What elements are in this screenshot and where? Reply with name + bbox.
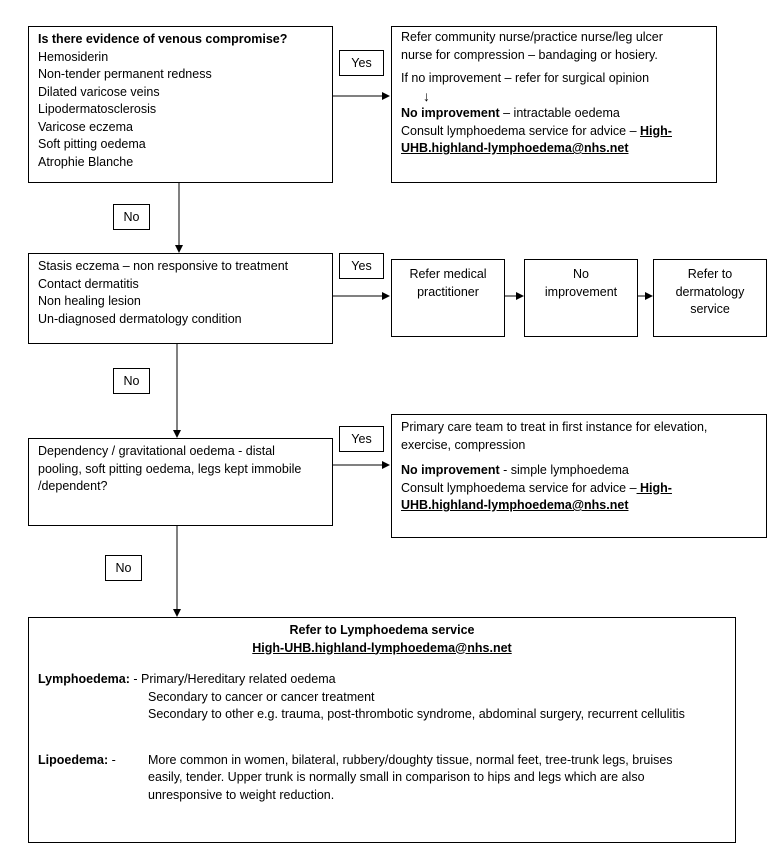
r1-noimp-bold: No improvement: [401, 106, 500, 120]
s3-line: Refer to: [687, 267, 733, 281]
dep-line: /dependent?: [38, 479, 108, 493]
no-label-3: No: [105, 555, 142, 581]
venous-item: Atrophie Blanche: [38, 154, 134, 169]
r1-noimp-rest: – intractable oedema: [499, 106, 620, 120]
r1-line3: If no improvement – refer for surgical o…: [401, 71, 650, 85]
derm-item: Contact dermatitis: [38, 276, 139, 291]
lymph-item: Secondary to cancer or cancer treatment: [148, 689, 375, 704]
r3-no-improvement: No improvement - simple lymphoedema: [401, 462, 757, 480]
lymph-dash: -: [129, 672, 142, 686]
yes-label-2-text: Yes: [351, 259, 372, 273]
lymphoedema-section: Lymphoedema: - Primary/Hereditary relate…: [38, 671, 726, 724]
r3-line2: exercise, compression: [401, 437, 526, 452]
r3-email-link-b[interactable]: UHB.highland-lymphoedema@nhs.net: [401, 498, 629, 512]
lymph-first-line: Lymphoedema: - Primary/Hereditary relate…: [38, 671, 726, 689]
lipo-line: unresponsive to weight reduction.: [148, 787, 335, 802]
refer-dermatology-box: Refer to dermatology service: [653, 259, 767, 337]
r1-line2: nurse for compression – bandaging or hos…: [401, 47, 658, 62]
lymphoedema-service-box: Refer to Lymphoedema service High-UHB.hi…: [28, 617, 736, 843]
derm-item: Un-diagnosed dermatology condition: [38, 311, 242, 326]
r1-consult-text: Consult lymphoedema service for advice –: [401, 123, 641, 138]
primary-care-box: Primary care team to treat in first inst…: [391, 414, 767, 538]
final-title: Refer to Lymphoedema service: [289, 623, 475, 637]
no-label-2-text: No: [123, 374, 140, 388]
refer-medical-practitioner-box: Refer medical practitioner: [391, 259, 505, 337]
lipo-dash: -: [108, 752, 116, 767]
compression-referral-box: Refer community nurse/practice nurse/leg…: [391, 26, 717, 183]
no-label-1-text: No: [123, 210, 140, 224]
s1-line: Refer medical: [409, 267, 487, 281]
lipoedema-label: Lipoedema:: [38, 752, 109, 767]
derm-item: Non healing lesion: [38, 294, 141, 308]
r3-consult-text: Consult lymphoedema service for advice –: [401, 480, 637, 495]
s1-line: practitioner: [417, 284, 479, 299]
dep-line: Dependency / gravitational oedema - dist…: [38, 444, 275, 458]
venous-item: Varicose eczema: [38, 119, 133, 134]
lipo-first-line: Lipoedema: -: [38, 752, 726, 770]
r3-consult: Consult lymphoedema service for advice –…: [401, 480, 757, 498]
venous-compromise-box: Is there evidence of venous compromise? …: [28, 26, 333, 183]
yes-label-1-text: Yes: [351, 56, 372, 70]
final-email-link[interactable]: High-UHB.highland-lymphoedema@nhs.net: [252, 640, 512, 655]
yes-label-3-text: Yes: [351, 432, 372, 446]
dependency-oedema-box: Dependency / gravitational oedema - dist…: [28, 438, 333, 526]
s3-line: service: [690, 302, 730, 316]
no-label-3-text: No: [115, 561, 132, 575]
yes-label-1: Yes: [339, 50, 384, 76]
r3-email-link-a[interactable]: High-: [636, 480, 672, 495]
s2-line: No: [573, 267, 589, 281]
lymph-item: Primary/Hereditary related oedema: [141, 672, 336, 686]
down-arrow-icon: ↓: [423, 87, 430, 104]
venous-item: Soft pitting oedema: [38, 137, 146, 151]
lymph-item: Secondary to other e.g. trauma, post-thr…: [148, 707, 685, 721]
derm-item: Stasis eczema – non responsive to treatm…: [38, 259, 289, 273]
lymphoedema-label: Lymphoedema:: [38, 672, 130, 686]
no-label-2: No: [113, 368, 150, 394]
no-label-1: No: [113, 204, 150, 230]
venous-item: Dilated varicose veins: [38, 84, 160, 99]
venous-compromise-title: Is there evidence of venous compromise?: [38, 32, 288, 46]
venous-item: Hemosiderin: [38, 49, 109, 64]
s2-line: improvement: [544, 284, 618, 299]
yes-label-3: Yes: [339, 426, 384, 452]
r1-no-improvement: No improvement – intractable oedema: [401, 105, 707, 123]
r1-consult: Consult lymphoedema service for advice –…: [401, 123, 707, 141]
yes-label-2: Yes: [339, 253, 384, 279]
r3-noimp-bold: No improvement: [401, 463, 500, 477]
r3-noimp-rest: - simple lymphoedema: [499, 463, 629, 477]
lipoedema-section: Lipoedema: - More common in women, bilat…: [38, 752, 726, 805]
dermatology-box: Stasis eczema – non responsive to treatm…: [28, 253, 333, 344]
lipo-line: More common in women, bilateral, rubbery…: [148, 752, 673, 767]
dep-line: pooling, soft pitting oedema, legs kept …: [38, 461, 302, 476]
r1-line1: Refer community nurse/practice nurse/leg…: [401, 30, 663, 44]
r1-email-link-b[interactable]: UHB.highland-lymphoedema@nhs.net: [401, 141, 629, 155]
venous-item: Non-tender permanent redness: [38, 67, 212, 81]
s3-line: dermatology: [675, 284, 745, 299]
no-improvement-box: No improvement: [524, 259, 638, 337]
lipo-line: easily, tender. Upper trunk is normally …: [148, 770, 645, 784]
r1-email-link-a[interactable]: High-: [640, 123, 672, 138]
venous-item: Lipodermatosclerosis: [38, 102, 157, 116]
r3-line1: Primary care team to treat in first inst…: [401, 420, 708, 434]
